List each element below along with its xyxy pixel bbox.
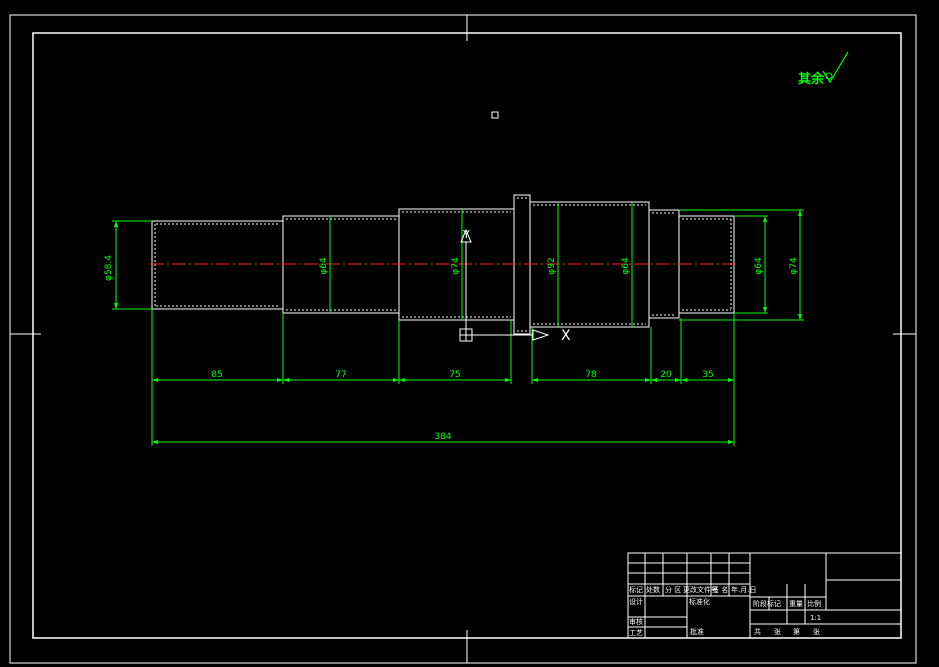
dim-d4: φ92: [547, 257, 557, 274]
svg-text:张: 张: [813, 627, 820, 636]
ucs-icon: [459, 228, 550, 342]
title-block[interactable]: [627, 552, 902, 639]
dim-l1: 85: [211, 370, 222, 380]
diameter-labels: φ58.4 φ64 φ74 φ92 φ64 φ64 φ74: [104, 255, 799, 281]
svg-text:重量: 重量: [789, 600, 803, 608]
svg-text:共: 共: [754, 627, 761, 636]
dimension-arrows: [114, 210, 802, 444]
svg-text:年.月.日: 年.月.日: [731, 585, 756, 594]
dim-d2: φ64: [319, 257, 329, 275]
outer-frame: [9, 14, 917, 664]
svg-text:分 区: 分 区: [665, 585, 681, 594]
svg-text:第: 第: [793, 627, 800, 636]
svg-text:标准化: 标准化: [689, 597, 710, 606]
svg-text:张: 张: [774, 627, 781, 636]
dim-l5: 20: [660, 370, 672, 380]
dim-l6: 35: [702, 370, 713, 380]
svg-text:阶段标记: 阶段标记: [753, 599, 781, 608]
dim-l2: 77: [335, 370, 346, 380]
svg-text:审核: 审核: [629, 617, 643, 626]
svg-text:处数: 处数: [646, 585, 660, 594]
svg-text:比例: 比例: [807, 599, 821, 608]
dim-d7: φ74: [789, 257, 799, 275]
length-labels: 85 77 75 78 20 35 384: [211, 370, 713, 442]
grip-point[interactable]: [491, 111, 499, 119]
title-block-text: 标记 处数 分 区 更改文件号 签 名 年.月.日 设计 标准化 阶段标记 重量…: [629, 585, 821, 637]
ucs-x-label: X: [561, 328, 571, 344]
svg-text:标记: 标记: [629, 585, 643, 594]
svg-text:工艺: 工艺: [629, 629, 643, 637]
length-dimensions: [151, 309, 735, 446]
dim-l4: 78: [585, 370, 597, 380]
dim-d6: φ64: [754, 257, 764, 275]
dim-d1: φ58.4: [104, 255, 114, 281]
roughness-symbol-icon: [822, 51, 849, 84]
ucs-y-label: Y: [462, 228, 470, 241]
svg-text:设计: 设计: [629, 597, 643, 606]
centering-marks: [10, 15, 916, 663]
roughness-note: 其余: [798, 51, 849, 87]
dim-d3: φ74: [451, 257, 461, 275]
dim-l3: 75: [449, 370, 460, 380]
diameter-dimensions: [112, 202, 804, 327]
svg-text:更改文件号: 更改文件号: [683, 585, 718, 594]
dim-d5: φ64: [621, 257, 631, 275]
svg-text:1:1: 1:1: [810, 614, 821, 622]
svg-text:签 名: 签 名: [712, 585, 728, 594]
svg-text:其余: 其余: [798, 71, 825, 87]
svg-text:批准: 批准: [690, 627, 704, 636]
dim-total: 384: [434, 432, 451, 442]
